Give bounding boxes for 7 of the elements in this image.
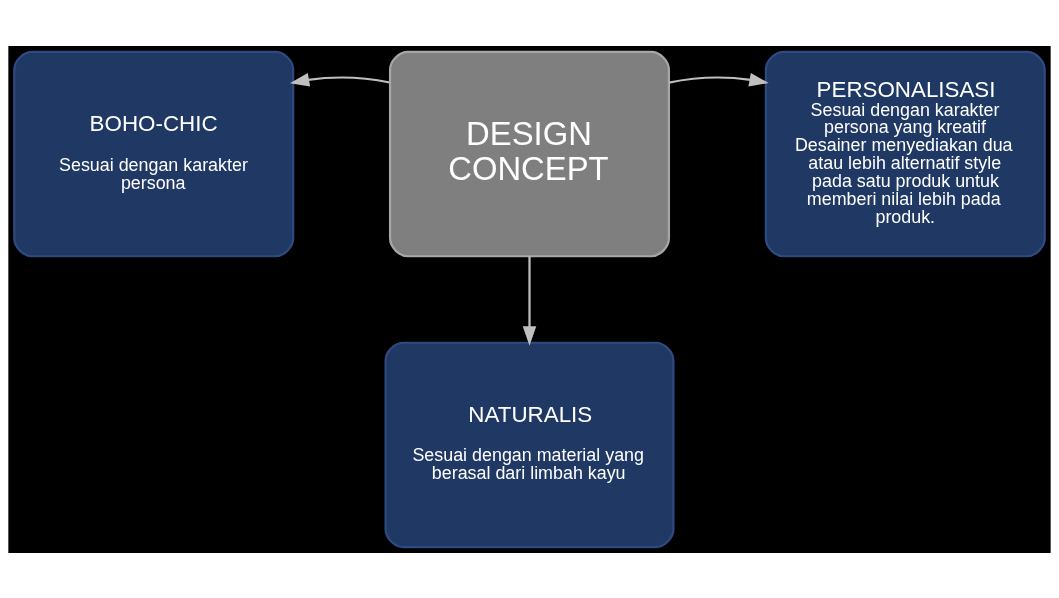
- node-box: DESIGN CONCEPT: [388, 50, 671, 257]
- node-box: NATURALIS Sesuai dengan material yang berasal dari limbah kayu: [384, 341, 675, 548]
- node-box: PERSONALISASI Sesuai dengan karakter persona yang kreatif Desainer menyediakan dua atau lebih alternatif style pada satu produk untuk memberi nilai lebih pada produk.: [764, 50, 1046, 257]
- arrow: [668, 72, 769, 86]
- node-box: BOHO-CHIC Sesuai dengan karakter persona: [13, 50, 295, 257]
- arrow: [289, 72, 390, 86]
- arrow: [522, 255, 537, 346]
